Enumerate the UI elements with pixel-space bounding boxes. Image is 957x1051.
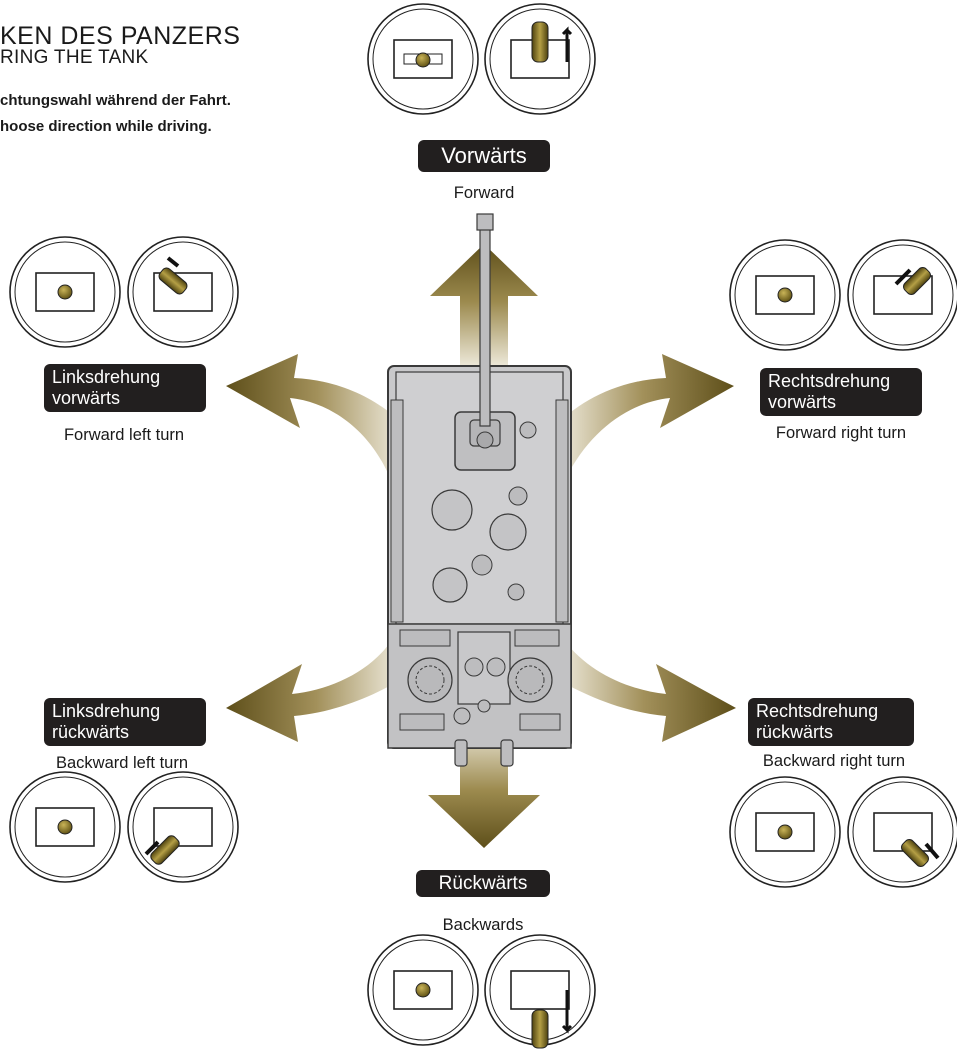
label-backward-left-german-2: rückwärts <box>52 722 130 742</box>
label-forward-english: Forward <box>453 184 515 202</box>
controller-forward-left <box>367 3 479 115</box>
label-forward-left-german-1: Linksdrehung <box>52 367 161 387</box>
label-forward-left: Linksdrehung vorwärts <box>44 364 206 412</box>
controller-backward-left-turn-left <box>9 771 121 883</box>
controller-forward-right <box>484 3 596 115</box>
label-forward-left-german-2: vorwärts <box>52 388 121 408</box>
controller-backward-right-turn-left <box>729 776 841 888</box>
controller-backward-left <box>367 934 479 1046</box>
intro-text-english: hoose direction while driving. <box>0 118 212 135</box>
label-backward-english: Backwards <box>442 916 524 934</box>
controller-backward-right <box>484 934 596 1049</box>
label-forward-right: Rechtsdrehung vorwärts <box>760 368 922 416</box>
label-backward-right-english: Backward right turn <box>762 752 906 770</box>
controller-backward-right-turn-right <box>847 776 957 888</box>
label-backward-left: Linksdrehung rückwärts <box>44 698 206 746</box>
controller-forward-right-turn-right <box>847 239 957 351</box>
label-backward-right: Rechtsdrehung rückwärts <box>748 698 914 746</box>
label-backward-right-german-2: rückwärts <box>756 722 834 742</box>
controller-forward-left-turn-right <box>127 236 239 348</box>
backward-arrow <box>428 720 540 848</box>
intro-text-german: chtungswahl während der Fahrt. <box>0 92 231 109</box>
backward-right-arrow <box>552 640 736 742</box>
forward-right-arrow <box>552 354 734 478</box>
label-forward-german: Vorwärts <box>441 143 527 168</box>
label-backward-left-german-1: Linksdrehung <box>52 701 161 721</box>
forward-left-arrow <box>226 354 408 478</box>
label-backward: Rückwärts <box>416 870 550 897</box>
label-forward-left-english: Forward left turn <box>63 426 185 444</box>
controller-forward-right-turn-left <box>729 239 841 351</box>
controller-forward-left-turn-left <box>9 236 121 348</box>
label-forward-right-english: Forward right turn <box>775 424 907 442</box>
label-backward-german: Rückwärts <box>438 873 528 894</box>
tank-illustration <box>387 213 572 767</box>
label-forward-right-german-2: vorwärts <box>768 392 837 412</box>
label-backward-right-german-1: Rechtsdrehung <box>756 701 879 721</box>
label-forward: Vorwärts <box>418 140 550 172</box>
label-backward-left-english: Backward left turn <box>55 754 189 772</box>
page-title-german: KEN DES PANZERS <box>0 22 241 50</box>
page-title-english: RING THE TANK <box>0 47 149 68</box>
backward-left-arrow <box>226 640 406 742</box>
controller-backward-left-turn-right <box>127 771 239 883</box>
label-forward-right-german-1: Rechtsdrehung <box>768 371 891 391</box>
